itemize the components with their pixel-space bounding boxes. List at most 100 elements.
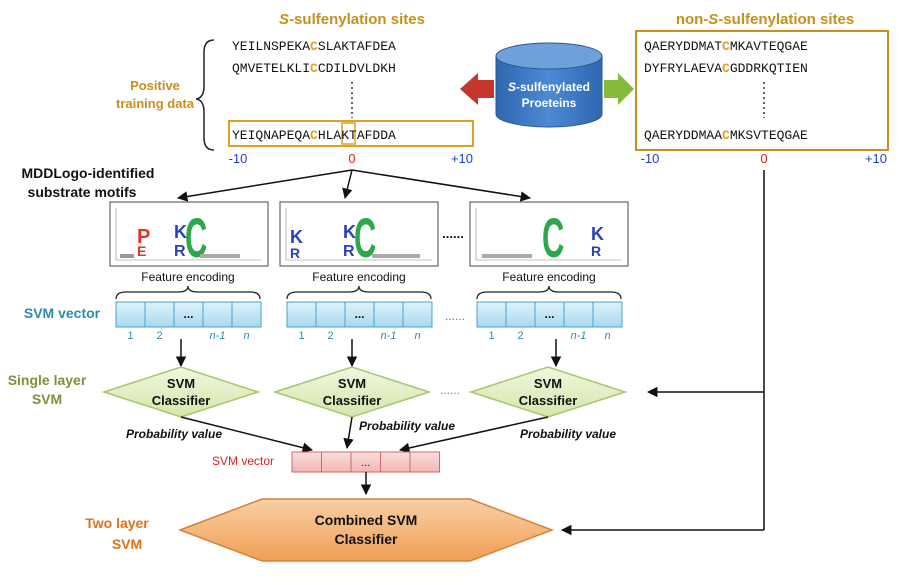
negative-axis-right: +10 (865, 151, 887, 166)
logo3-letter-r: R (591, 243, 601, 259)
svm-vector-1-cell-text: ... (183, 307, 193, 321)
svm-vector-dots: ...... (445, 309, 465, 323)
positive-title: S-sulfenylation sites (279, 11, 425, 28)
arrow-prob-1 (180, 416, 314, 453)
positive-center-box (341, 122, 356, 145)
negative-seq-3: QAERYDDMAACMKSVTEQGAE (644, 128, 808, 143)
svm-vector-2-index: 1 (298, 330, 304, 342)
svm-classifier-dots: ...... (440, 383, 460, 397)
svm-vector-label: SVM vector (24, 305, 101, 321)
negative-axis-left: -10 (641, 151, 660, 166)
positive-label-line2: training data (116, 96, 195, 111)
svm-vector-3-cell (592, 301, 623, 328)
svm-vector-3-cell (476, 301, 507, 328)
svm-classifier-1-line1: SVM (167, 376, 195, 391)
two-layer-label-line2: SVM (112, 536, 142, 552)
svm-vector-2-index: n-1 (381, 330, 397, 342)
logo1-letter-r: R (174, 243, 186, 260)
svm-vector-1-cell (173, 301, 204, 328)
svm-classifier-3 (468, 366, 628, 418)
positive-axis-right: +10 (451, 151, 473, 166)
logo2-letter-r1: R (290, 245, 300, 261)
arrow-green-to-negative (604, 73, 634, 105)
single-layer-label-line2: SVM (32, 391, 62, 407)
database-cylinder: S-sulfenylated Proeteins (495, 42, 603, 128)
svm-vector-3-index: n-1 (571, 330, 587, 342)
probability-label-1: Probability value (126, 427, 222, 441)
logo2-letter-c: C (354, 206, 376, 269)
arrow-red-to-positive (460, 73, 494, 105)
combined-vector-cell (291, 451, 322, 473)
negative-box (635, 30, 889, 151)
svm-classifier-2 (272, 366, 432, 418)
svm-vector-2-index: n (414, 330, 420, 342)
brace-1 (115, 285, 261, 300)
positive-highlight-box (228, 120, 474, 147)
single-layer-label-line1: Single layer (8, 372, 87, 388)
svm-vector-3-index: n (604, 330, 610, 342)
svm-vector-1-index: 2 (156, 330, 162, 342)
logo1-letter-e: E (137, 243, 146, 259)
svm-vector-2-cell (373, 301, 404, 328)
motif-label-line1: MDDLogo-identified (22, 165, 155, 181)
svm-vector-3-cell (534, 301, 565, 328)
logo1-letter-k: K (174, 222, 187, 242)
motif-dots: ...... (442, 226, 464, 241)
svm-vector-2-cell (344, 301, 375, 328)
arrow-to-motif-1 (176, 169, 353, 202)
svm-classifier-3-line1: SVM (534, 376, 562, 391)
arrow-to-motif-2 (342, 169, 353, 200)
combined-classifier-line2: Classifier (334, 531, 398, 547)
probability-label-3: Probability value (520, 427, 616, 441)
feature-encoding-2: Feature encoding (312, 270, 405, 284)
logo2-letter-r2: R (343, 243, 355, 260)
logo1-letter-c: C (185, 206, 207, 269)
svm-vector-2-index: 2 (327, 330, 333, 342)
positive-axis-center: 0 (348, 151, 355, 166)
arrow-to-motif-3 (351, 169, 532, 202)
logo3-letter-c: C (542, 206, 564, 269)
positive-seq-1: YEILNSPEKACSLAKTAFDEA (232, 39, 396, 54)
positive-brace (195, 39, 215, 151)
svm-classifier-1 (101, 366, 261, 418)
svm-vector-1-cell (231, 301, 262, 328)
svm-vector-1-cell (144, 301, 175, 328)
combined-vector-row: ... (291, 451, 440, 473)
svm-vector-1-index: n (243, 330, 249, 342)
svm-vector-3-index: 1 (488, 330, 494, 342)
svm-vector-3-cell (505, 301, 536, 328)
positive-seq-highlight: YEIQNAPEQACHLAKTAFDDA (232, 128, 396, 143)
logo1-letter-p: P (137, 226, 150, 248)
svm-vector-1-index: 1 (127, 330, 133, 342)
positive-seq-2: QMVETELKLICCDILDVLDKH (232, 61, 396, 76)
svm-classifier-2-line1: SVM (338, 376, 366, 391)
svm-vector-2-cell (286, 301, 317, 328)
combined-classifier-line1: Combined SVM (315, 512, 418, 528)
brace-2 (286, 285, 432, 300)
combined-vector-cell-text: ... (361, 457, 370, 469)
svm-classifier-1-line2: Classifier (152, 393, 211, 408)
logo3-letter-k: K (591, 224, 604, 244)
svm-vector-3-index: 2 (517, 330, 523, 342)
svm-classifier-2-line2: Classifier (323, 393, 382, 408)
positive-label-line1: Positive (130, 78, 180, 93)
negative-seq-1: QAERYDDMATCMKAVTEQGAE (644, 39, 808, 54)
probability-label-2: Probability value (359, 419, 455, 433)
logo2-letter-k1: K (290, 227, 303, 247)
svm-vector-2-cell-text: ... (354, 307, 364, 321)
motif-logo-1 (109, 201, 269, 267)
svm-vector-1-cell (115, 301, 146, 328)
combined-vector-cell (380, 451, 411, 473)
feature-encoding-1: Feature encoding (141, 270, 234, 284)
combined-vector-cell (409, 451, 440, 473)
combined-vector-cell (321, 451, 352, 473)
negative-axis-center: 0 (760, 151, 767, 166)
motif-label-line2: substrate motifs (28, 184, 137, 200)
svm-vector-1-index: n-1 (210, 330, 226, 342)
svm-vector-3-cell-text: ... (544, 307, 554, 321)
negative-title: non-S-sulfenylation sites (676, 11, 854, 28)
logo2-letter-k2: K (343, 222, 356, 242)
arrow-prob-2 (343, 416, 354, 450)
brace-3 (476, 285, 622, 300)
feature-encoding-3: Feature encoding (502, 270, 595, 284)
